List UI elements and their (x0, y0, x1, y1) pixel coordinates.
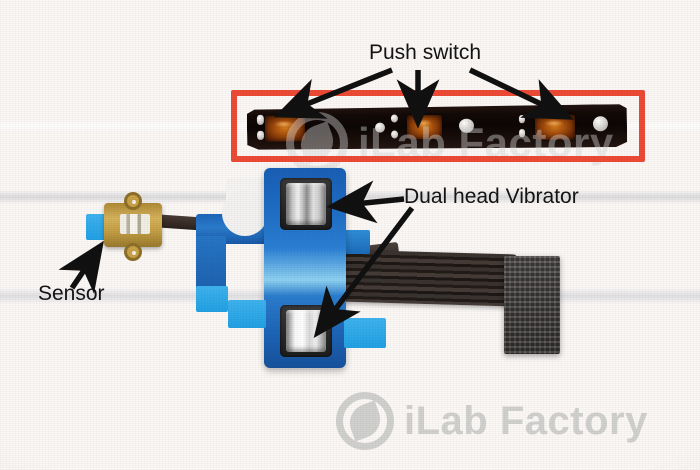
ilab-factory-logo-icon (336, 392, 394, 450)
blue-tape-tab (196, 286, 228, 312)
board-to-board-connector (504, 256, 560, 354)
blue-flex-cutout-round (222, 190, 268, 236)
label-sensor: Sensor (38, 283, 105, 304)
logo-ring (336, 392, 394, 450)
watermark-text-corner: iLab Factory (404, 399, 648, 444)
vibrator-motor-top (280, 178, 332, 230)
gold-sensor-module (104, 203, 162, 247)
label-dual-head-vibrator: Dual head Vibrator (404, 186, 579, 207)
blue-tape-tab (228, 300, 266, 328)
sensor-mount-hole-top (124, 192, 142, 210)
sensor-mount-hole-bottom (124, 243, 142, 261)
sensor-chip (120, 214, 150, 234)
watermark-corner: iLab Factory (336, 392, 648, 450)
label-push-switch: Push switch (369, 42, 481, 63)
